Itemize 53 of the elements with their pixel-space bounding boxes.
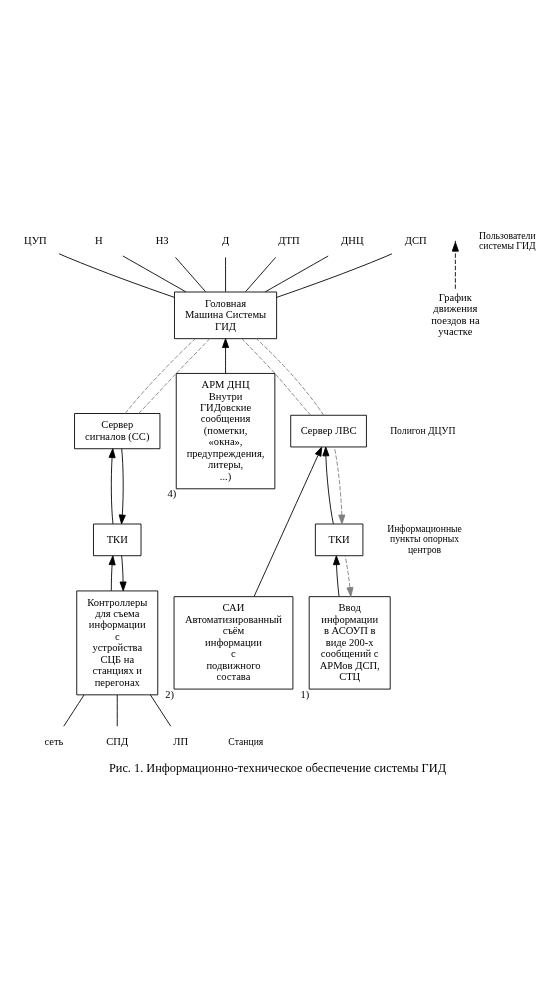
arrow: [344, 555, 354, 597]
node-text: ДНЦ: [341, 235, 364, 247]
connector: [150, 694, 172, 727]
connector: [245, 257, 277, 293]
connector: [241, 338, 312, 416]
node-label: 1): [300, 688, 310, 700]
node-text: ЦУП: [24, 235, 47, 247]
connector: [116, 694, 118, 727]
connector: [256, 338, 325, 416]
connector: [58, 253, 175, 298]
label: Информационные пункты опорных центров: [387, 522, 462, 555]
node-text: ДСП: [404, 235, 427, 247]
arrow: [253, 446, 323, 597]
node-box: Головная Машина Системы ГИД: [174, 291, 278, 340]
label: Полигон ДЦУП: [390, 424, 456, 436]
arrow: [118, 448, 126, 525]
caption: Рис. 1. Информационно-техническое обеспечение системы ГИД: [108, 760, 447, 775]
connector: [175, 257, 206, 293]
connector: [124, 338, 196, 414]
arrow: [322, 446, 334, 525]
node-box: ТКИ: [93, 523, 142, 557]
node-text: сеть: [44, 736, 64, 748]
node-text: ЛП: [173, 736, 189, 748]
arrow: [119, 555, 127, 592]
node-box: АРМ ДНЦ Внутри ГИДовские сообщения (пометки, «окна», предупреждения, литеры, ...): [175, 373, 276, 490]
node-box: Контроллеры для съема информации с устройства СЦБ на станциях и перегонах: [76, 590, 159, 696]
arrow: [222, 338, 230, 374]
node-text: Д: [221, 235, 230, 247]
node-label: 2): [165, 688, 175, 700]
arrow: [333, 446, 346, 525]
label: Пользователи системы ГИД: [479, 229, 536, 252]
node-box: Сервер сигналов (СС): [74, 413, 161, 450]
connector: [122, 255, 187, 293]
connector: [276, 253, 393, 298]
node-label: 4): [167, 488, 177, 500]
connector: [138, 338, 211, 414]
arrow: [332, 555, 340, 597]
arrow: [108, 555, 116, 592]
node-box: Ввод информации в АСОУП в виде 200-х сообщений с АРМов ДСП, СТЦ: [308, 596, 391, 690]
node-box: ТКИ: [314, 523, 364, 557]
node-box: Сервер ЛВС: [290, 414, 367, 448]
arrow: [451, 241, 459, 290]
label: Станция: [228, 735, 264, 747]
node-text: СПД: [106, 736, 129, 748]
node-text: ДТП: [278, 235, 300, 247]
node-text: Н: [94, 235, 103, 247]
connector: [264, 255, 329, 293]
connector: [63, 694, 85, 727]
node-text: График движения поездов на участке: [431, 291, 480, 338]
node-text: НЗ: [155, 235, 169, 247]
arrow: [108, 448, 116, 525]
node-box: САИ Автоматизированный съём информации с подвижного состава: [173, 596, 294, 690]
connector: [225, 257, 226, 293]
